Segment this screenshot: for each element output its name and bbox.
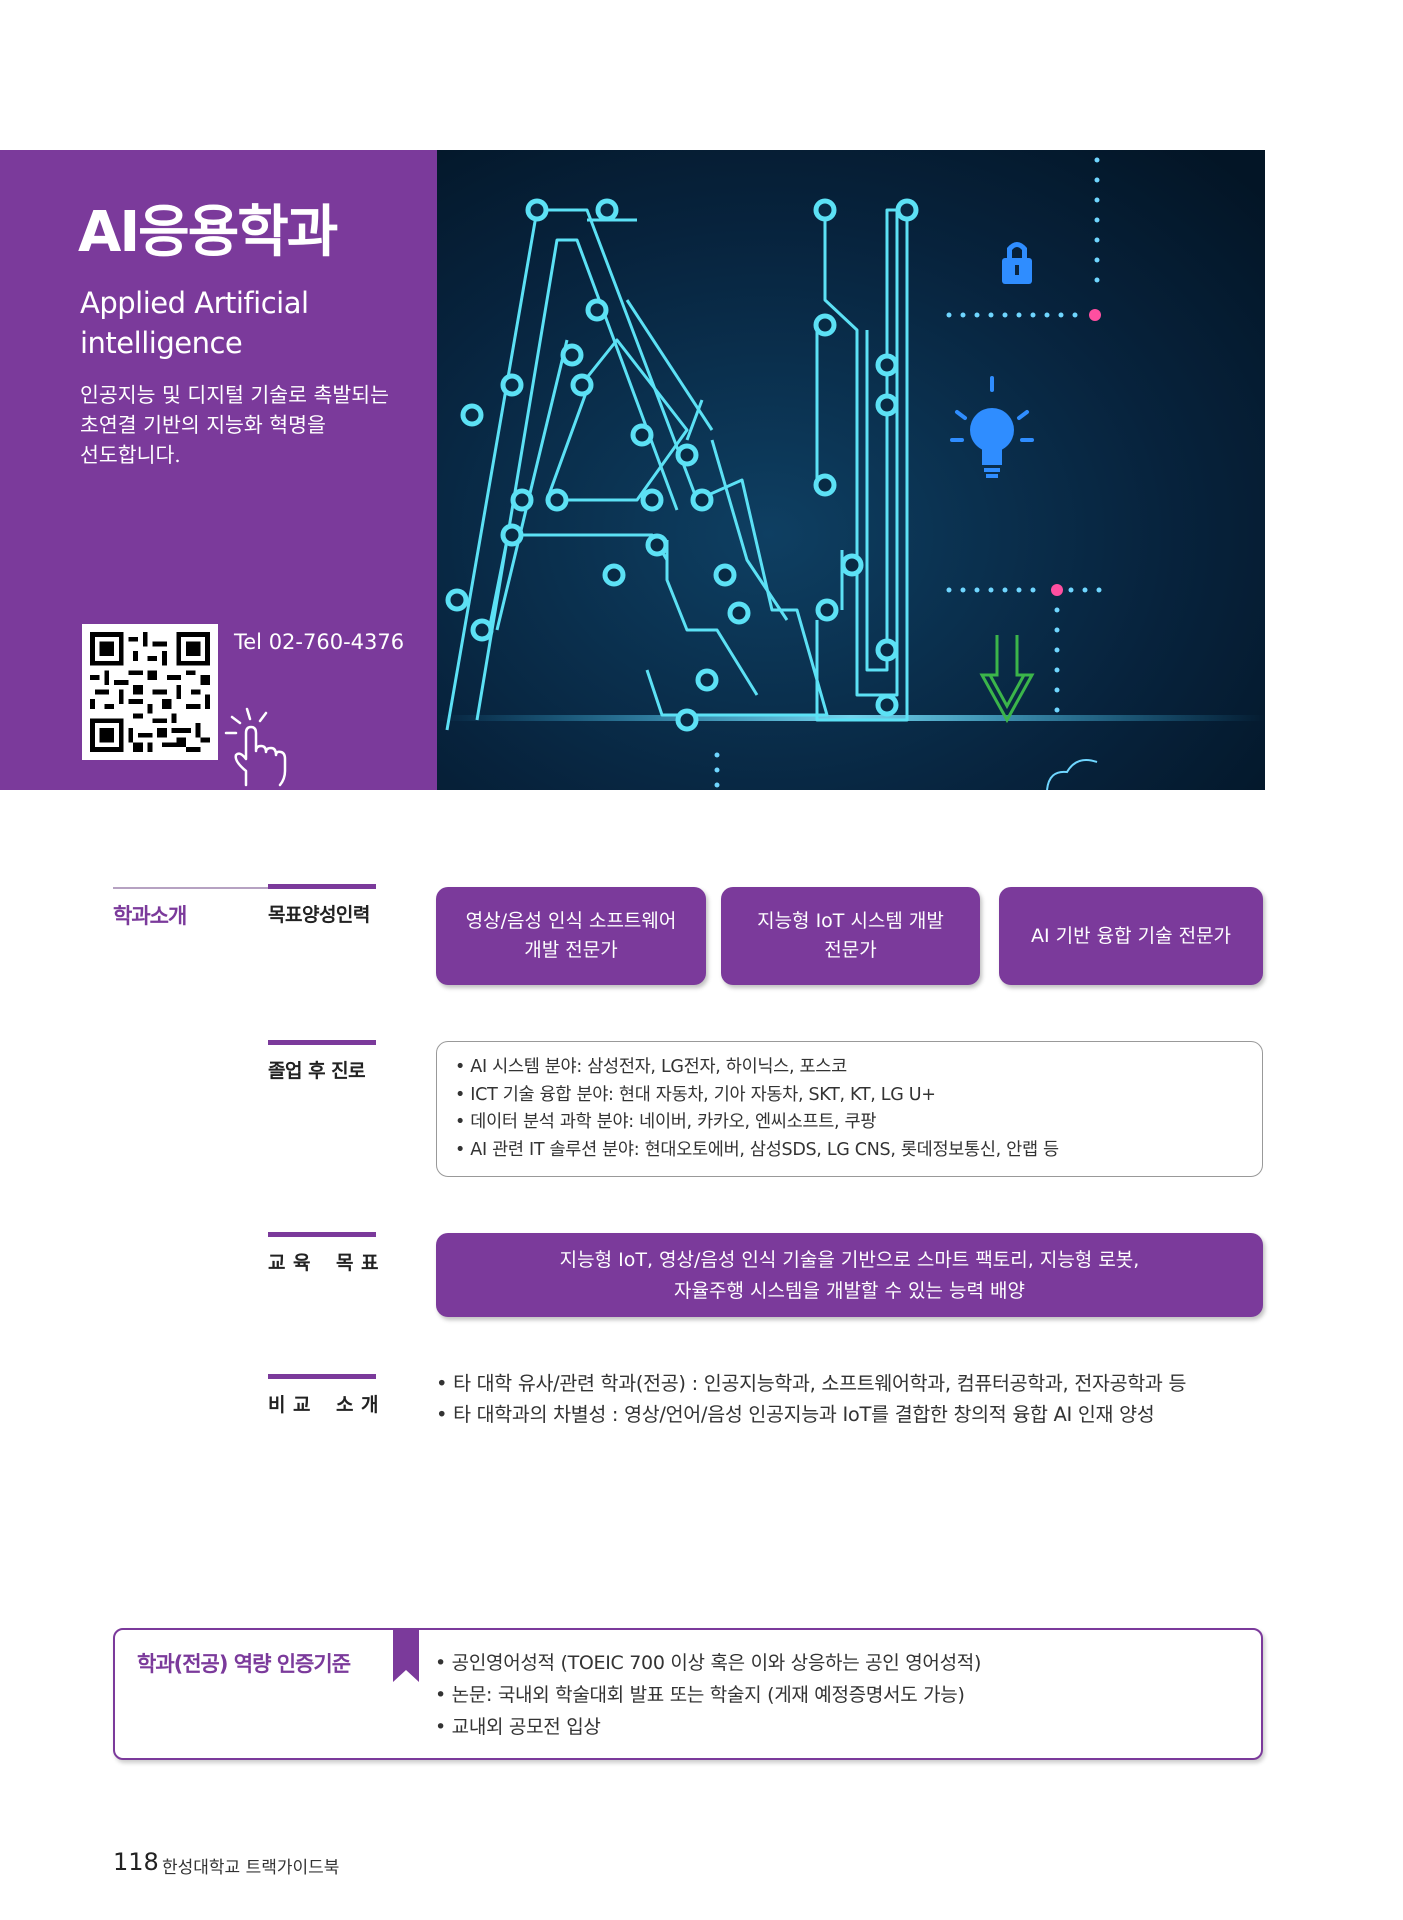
ai-circuit-icon [437,150,1265,790]
list-item: AI 시스템 분야: 삼성전자, LG전자, 하이닉스, 포스코 [455,1054,1244,1082]
section-label-intro: 학과소개 [113,904,187,928]
compare-list: 타 대학 유사/관련 학과(전공) : 인공지능학과, 소프트웨어학과, 컴퓨터… [436,1368,1266,1430]
career-label: 졸업 후 진로 [268,1060,366,1082]
intro-divider [113,887,268,889]
goal-label-bar [268,884,376,889]
list-item: 교내외 공모전 입상 [435,1711,981,1743]
certification-box: 학과(전공) 역량 인증기준 공인영어성적 (TOEIC 700 이상 혹은 이… [113,1628,1263,1760]
hero-panel: AI응용학과 Applied Artificial intelligence 인… [0,150,437,790]
career-label-bar [268,1040,376,1045]
qr-code-icon [90,632,210,752]
page-number: 118 [113,1848,159,1876]
phone-number: Tel 02-760-4376 [234,630,405,654]
tap-hand-icon [224,707,287,787]
list-item: 타 대학 유사/관련 학과(전공) : 인공지능학과, 소프트웨어학과, 컴퓨터… [436,1368,1266,1399]
qr-code[interactable] [82,624,218,760]
list-item: 논문: 국내외 학술대회 발표 또는 학술지 (게재 예정증명서도 가능) [435,1679,981,1711]
goal-box-1: 영상/음성 인식 소프트웨어 개발 전문가 [436,887,706,985]
certification-list: 공인영어성적 (TOEIC 700 이상 혹은 이와 상응하는 공인 영어성적)… [435,1647,982,1743]
certification-title: 학과(전공) 역량 인증기준 [137,1652,351,1676]
list-item: 타 대학과의 차별성 : 영상/언어/음성 인공지능과 IoT를 결합한 창의적… [436,1399,1266,1430]
edu-label-bar [268,1232,376,1237]
edu-goal-box: 지능형 IoT, 영상/음성 인식 기술을 기반으로 스마트 팩토리, 지능형 … [436,1233,1263,1317]
list-item: 데이터 분석 과학 분야: 네이버, 카카오, 엔씨소프트, 쿠팡 [455,1109,1244,1137]
goal-box-2: 지능형 IoT 시스템 개발 전문가 [721,887,980,985]
goal-label: 목표양성인력 [268,904,370,926]
list-item: ICT 기술 융합 분야: 현대 자동차, 기아 자동차, SKT, KT, L… [455,1082,1244,1110]
english-subtitle: Applied Artificial intelligence [80,286,309,360]
list-item: AI 관련 IT 솔루션 분야: 현대오토에버, 삼성SDS, LG CNS, … [455,1137,1244,1165]
department-description: 인공지능 및 디지털 기술로 촉발되는 초연결 기반의 지능화 혁명을 선도합니… [80,383,389,467]
career-list: AI 시스템 분야: 삼성전자, LG전자, 하이닉스, 포스코 ICT 기술 … [436,1041,1263,1177]
page-title: AI응용학과 [78,200,338,265]
book-name: 한성대학교 트랙가이드북 [162,1858,340,1878]
edu-label: 교 육 목 표 [268,1252,378,1274]
compare-label: 비 교 소 개 [268,1394,378,1416]
ai-circuit-image [437,150,1265,790]
goal-box-3: AI 기반 융합 기술 전문가 [999,887,1263,985]
bookmark-ribbon-icon [393,1628,419,1682]
list-item: 공인영어성적 (TOEIC 700 이상 혹은 이와 상응하는 공인 영어성적) [435,1647,982,1679]
compare-label-bar [268,1374,376,1379]
